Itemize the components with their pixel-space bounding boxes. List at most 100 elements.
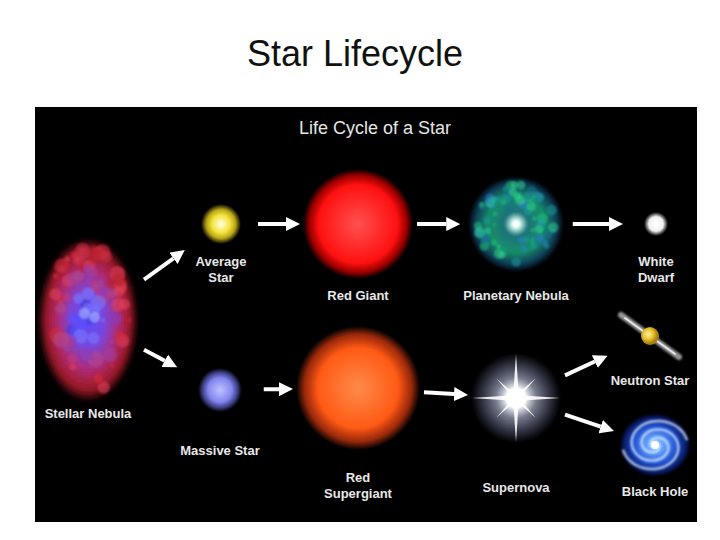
stage-illustration (471, 353, 561, 443)
nebula-clump (71, 251, 78, 258)
star-stage: Stellar Nebula (36, 235, 140, 422)
nebula-clump (68, 313, 79, 324)
stage-label: Black Hole (622, 484, 688, 500)
black-hole-disc (619, 413, 691, 477)
nebula-clump (69, 363, 76, 370)
nebula-clump (538, 228, 543, 233)
stage-illustration (201, 204, 241, 244)
massive-star-body (198, 368, 242, 412)
nebula-clump (486, 242, 489, 245)
stage-illustration (617, 412, 693, 478)
supernova-spike (495, 377, 537, 419)
nebula-clump (503, 247, 507, 251)
stage-illustration (198, 368, 242, 412)
nebula-clump (496, 244, 501, 249)
nebula-clump (79, 308, 90, 319)
nebula-clump (536, 234, 544, 242)
nebula-clump (511, 181, 519, 189)
nebula-clump (523, 236, 530, 243)
planetary-nebula-cloud (468, 176, 564, 272)
nebula-clump (53, 273, 59, 279)
stage-illustration (36, 235, 140, 405)
nebula-clump (532, 216, 536, 220)
stage-illustration (615, 311, 685, 361)
nebula-clump (511, 257, 521, 267)
nebula-clump (101, 318, 105, 322)
nebula-clump (82, 349, 94, 361)
nebula-clump (82, 287, 95, 300)
stage-label: Supernova (482, 480, 549, 496)
nebula-clump (109, 312, 122, 325)
nebula-clump (102, 348, 117, 363)
stage-label: Neutron Star (611, 373, 690, 389)
nebula-clump (521, 245, 528, 252)
nebula-clump (504, 203, 513, 212)
star-stage: Red Giant (303, 169, 413, 304)
spiral-arm (632, 421, 687, 461)
stage-label: Planetary Nebula (463, 288, 569, 304)
nebula-clump (524, 191, 533, 200)
nebula-clump (490, 197, 497, 204)
nebula-clump (54, 259, 69, 274)
nebula-cloud (38, 238, 138, 402)
nebula-clump (537, 213, 548, 224)
nebula-clump (55, 304, 66, 315)
flow-arrow (144, 258, 173, 279)
nebula-clump (111, 298, 124, 311)
flow-arrow (565, 415, 601, 427)
nebula-clump (53, 332, 69, 348)
neutron-star-body (641, 327, 659, 345)
central-star (513, 221, 519, 227)
nebula-clump (492, 223, 496, 227)
nebula-clump (548, 222, 558, 232)
flow-arrow (573, 222, 609, 226)
flow-arrow (565, 362, 595, 376)
nebula-clump (483, 217, 490, 224)
stage-label: Red Supergiant (313, 470, 403, 502)
nebula-clump (526, 202, 536, 212)
supernova-glow (471, 353, 561, 443)
nebula-clump (50, 288, 62, 300)
star-stage: Planetary Nebula (463, 174, 569, 304)
nebula-clump (535, 224, 544, 233)
nebula-clump (494, 249, 504, 259)
nebula-clump (58, 266, 64, 272)
star-stage: Neutron Star (611, 311, 690, 389)
flow-arrow (424, 392, 454, 394)
stage-label: Average Star (188, 254, 254, 286)
stage-illustration (644, 212, 668, 236)
supernova-spike (495, 377, 537, 419)
nebula-clump (474, 227, 485, 238)
nebula-clump (98, 330, 102, 334)
stage-illustration (466, 174, 566, 274)
nebula-clump (491, 239, 497, 245)
average-star-body (201, 204, 241, 244)
nebula-clump (479, 202, 484, 207)
stage-label: Red Giant (327, 288, 388, 304)
red-supergiant-body (296, 326, 420, 450)
stage-illustration (296, 326, 420, 450)
nebula-clump (94, 284, 99, 289)
stage-label: White Dwarf (626, 254, 686, 286)
nebula-clump (72, 270, 84, 282)
spiral-arm (623, 429, 678, 469)
nebula-clump (75, 257, 80, 262)
nebula-clump (533, 192, 544, 203)
nebula-clump (493, 212, 498, 217)
flow-arrow (264, 387, 279, 391)
star-stage: Supernova (471, 353, 561, 496)
nebula-clump (110, 363, 114, 367)
nebula-clump (89, 311, 100, 322)
nebula-clump (113, 274, 125, 286)
nebula-clump (501, 200, 506, 205)
star-stage: Black Hole (617, 412, 693, 500)
nebula-clump (68, 354, 78, 364)
white-dwarf-body (644, 212, 668, 236)
star-stage: Red Supergiant (296, 326, 420, 502)
nebula-clump (70, 336, 77, 343)
stage-label: Massive Star (180, 443, 260, 459)
nebula-clump (503, 186, 508, 191)
supernova-core (506, 388, 526, 408)
nebula-clump (531, 228, 535, 232)
